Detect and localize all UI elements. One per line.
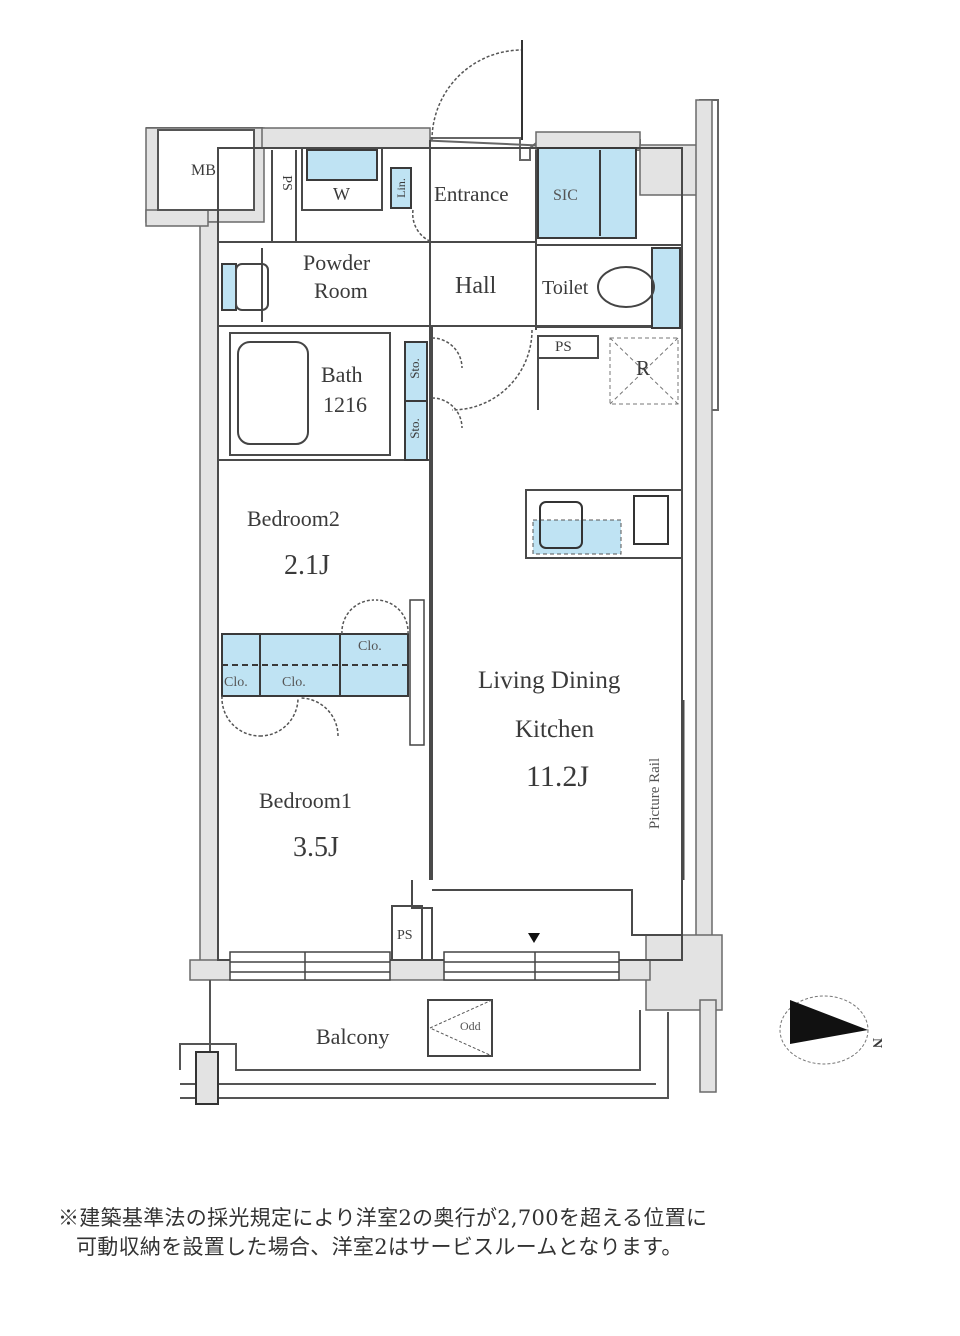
- label-ldk-1: Living Dining: [478, 667, 621, 694]
- label-toilet: Toilet: [542, 277, 589, 299]
- label-bedroom2: Bedroom2: [247, 506, 340, 531]
- label-picture-rail: Picture Rail: [647, 757, 664, 830]
- label-storage-lower: Sto.: [406, 418, 422, 439]
- label-ps-hall: PS: [555, 339, 572, 355]
- exterior-walls: [145, 99, 723, 1093]
- label-ldk-2: Kitchen: [515, 716, 595, 743]
- label-hall: Hall: [455, 273, 497, 299]
- compass-icon: [779, 995, 869, 1065]
- label-bath-size: 1216: [323, 392, 367, 417]
- mb-room: [157, 129, 255, 211]
- label-ps-top: PS: [278, 175, 294, 191]
- storage-areas: [221, 147, 681, 697]
- label-ps-bottom: PS: [397, 928, 413, 943]
- label-washer: W: [333, 184, 350, 204]
- label-linen: Lin.: [393, 178, 408, 198]
- label-bath: Bath: [321, 362, 363, 387]
- windows: [229, 951, 620, 981]
- label-balcony: Balcony: [316, 1024, 390, 1049]
- label-powder-room-1: Powder: [303, 250, 371, 275]
- label-entrance: Entrance: [434, 182, 509, 206]
- label-shoe-closet: SIC: [553, 187, 578, 204]
- label-storage-upper: Sto.: [406, 358, 422, 379]
- label-closet-left: Clo.: [224, 675, 248, 690]
- compass-north-label: N: [869, 1037, 885, 1049]
- label-closet-mid: Clo.: [282, 675, 306, 690]
- footnote: ※建築基準法の採光規定により洋室2の奥行が2,700を超える位置に 可動収納を設…: [58, 1204, 918, 1262]
- label-refrigerator: R: [636, 356, 651, 380]
- footnote-line-1: ※建築基準法の採光規定により洋室2の奥行が2,700を超える位置に: [58, 1206, 708, 1230]
- label-outdoor-unit: Odd: [460, 1019, 481, 1033]
- label-mb: MB: [191, 162, 216, 179]
- footnote-line-2: 可動収納を設置した場合、洋室2はサービスルームとなります。: [76, 1235, 683, 1259]
- label-bedroom1: Bedroom1: [259, 788, 352, 813]
- label-powder-room-2: Room: [314, 278, 368, 303]
- label-bedroom1-size: 3.5J: [293, 832, 339, 863]
- label-bedroom2-size: 2.1J: [284, 550, 330, 581]
- label-ldk-size: 11.2J: [526, 760, 590, 793]
- label-closet-upper: Clo.: [358, 639, 382, 654]
